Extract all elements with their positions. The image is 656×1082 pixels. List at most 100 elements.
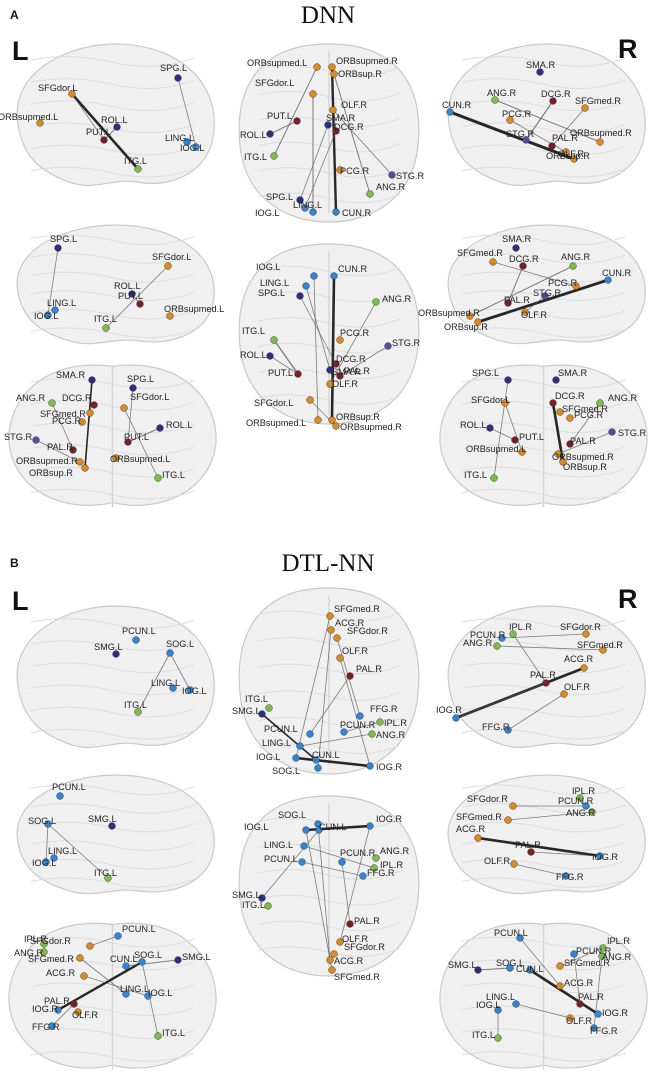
node-orbsupmed-r bbox=[596, 138, 604, 146]
panel-a-left-label: L bbox=[12, 36, 29, 66]
connection-edge bbox=[295, 615, 331, 759]
node-dcg-r bbox=[90, 401, 98, 409]
connection-edge bbox=[261, 829, 320, 899]
node-pal-r bbox=[542, 679, 550, 687]
connection-edge bbox=[512, 633, 547, 684]
node-cun-l bbox=[526, 966, 534, 974]
node-label: ORBsupmed.R bbox=[418, 308, 480, 318]
node-label: IOG.L bbox=[32, 858, 57, 868]
node-label: ACG.R bbox=[564, 654, 593, 664]
node-label: DCG.R bbox=[555, 391, 585, 401]
node-label: ORBsupmed.R bbox=[570, 128, 632, 138]
node-label: ORBsup.R bbox=[29, 468, 73, 478]
node-label: FFG.R bbox=[32, 1022, 60, 1032]
brain-gyrus bbox=[30, 706, 195, 718]
node-cun-l bbox=[122, 962, 130, 970]
node-label: OLF.R bbox=[342, 646, 368, 656]
connection-edge bbox=[339, 345, 389, 377]
node-iog-l bbox=[144, 992, 152, 1000]
connection-edge bbox=[524, 295, 546, 313]
connection-edge bbox=[71, 93, 105, 141]
connection-edge bbox=[494, 99, 601, 143]
connection-edge bbox=[299, 295, 337, 365]
node-cun-r bbox=[332, 208, 340, 216]
node-spg-l bbox=[174, 74, 182, 82]
brain-outline bbox=[447, 605, 646, 748]
node-label: SPG.L bbox=[266, 192, 293, 202]
connection-edge bbox=[105, 265, 169, 329]
brain-gyrus bbox=[30, 253, 195, 264]
node-olf-r bbox=[521, 308, 529, 316]
node-rol-l bbox=[113, 123, 121, 131]
node-label: SOG.L bbox=[166, 639, 194, 649]
node-olf-r bbox=[510, 860, 518, 868]
connection-edge bbox=[89, 935, 119, 947]
node-label: ANG.R bbox=[16, 393, 45, 403]
connection-edge bbox=[47, 823, 109, 879]
connection-edge bbox=[449, 110, 575, 161]
node-label: SFGdor.L bbox=[152, 252, 191, 262]
node-label: ANG.R bbox=[566, 808, 595, 818]
node-pcun-r bbox=[582, 802, 590, 810]
node-label: SOG.L bbox=[28, 816, 56, 826]
connection-edge bbox=[261, 713, 317, 761]
node-label: IOG.L bbox=[244, 822, 269, 832]
node-ling-l bbox=[300, 842, 308, 850]
connection-edge bbox=[313, 275, 319, 421]
connection-edge bbox=[519, 937, 561, 987]
node-label: ROL.L bbox=[460, 420, 487, 430]
node-ffg-r bbox=[590, 1024, 598, 1032]
connection-edge bbox=[269, 120, 298, 135]
node-label: PAL.R bbox=[504, 295, 530, 305]
node-label: LING.L bbox=[260, 278, 289, 288]
node-ipl-r bbox=[370, 864, 378, 872]
node-label: ANG.R bbox=[376, 182, 405, 192]
connection-edge bbox=[333, 73, 371, 195]
node-label: LING.L bbox=[151, 678, 180, 688]
brain-gyrus bbox=[461, 234, 626, 246]
connection-edge bbox=[341, 861, 351, 925]
brain-outline bbox=[16, 43, 215, 186]
node-pal-r bbox=[576, 1000, 584, 1008]
brain-gyrus bbox=[30, 166, 195, 178]
connection-edge bbox=[84, 379, 93, 469]
node-label: STG.R bbox=[4, 432, 32, 442]
node-ipl-r bbox=[376, 718, 384, 726]
node-label: OLF.R bbox=[566, 1016, 592, 1026]
connection-edge bbox=[299, 733, 373, 747]
node-label: SFGmed.R bbox=[334, 972, 380, 982]
brain-gyrus bbox=[461, 327, 626, 339]
node-orbsupmed-r bbox=[328, 63, 336, 71]
node-ang-r bbox=[366, 190, 374, 198]
node-label: OLF.R bbox=[558, 149, 584, 159]
node-pcun-r bbox=[570, 950, 578, 958]
node-label: SMA.R bbox=[332, 367, 361, 377]
node-label: PCUN.R bbox=[558, 796, 594, 806]
node-label: ORBsup.R bbox=[546, 151, 590, 161]
node-label: PCG.R bbox=[548, 278, 577, 288]
node-label: LING.L bbox=[264, 840, 293, 850]
node-iog-r bbox=[54, 1006, 62, 1014]
node-sfgdor-l bbox=[501, 399, 509, 407]
node-label: PAL.R bbox=[44, 996, 70, 1006]
node-acg-r bbox=[580, 664, 588, 672]
brain-gyrus bbox=[461, 821, 626, 833]
node-sog-l bbox=[44, 820, 52, 828]
node-cun-r bbox=[604, 276, 612, 284]
node-ffg-r bbox=[562, 872, 570, 880]
node-label: PUT.L bbox=[519, 432, 544, 442]
brain-gyrus bbox=[30, 327, 195, 339]
connection-edge bbox=[127, 387, 134, 443]
node-smg-l bbox=[258, 710, 266, 718]
connection-edge bbox=[51, 402, 74, 451]
node-pcun-r bbox=[498, 634, 506, 642]
node-label: SPG.L bbox=[160, 63, 187, 73]
node-smg-l bbox=[474, 966, 482, 974]
node-sfgmed-r bbox=[86, 409, 94, 417]
node-sma-r bbox=[536, 68, 544, 76]
node-ffg-r bbox=[504, 726, 512, 734]
node-label: ROL.L bbox=[166, 420, 193, 430]
